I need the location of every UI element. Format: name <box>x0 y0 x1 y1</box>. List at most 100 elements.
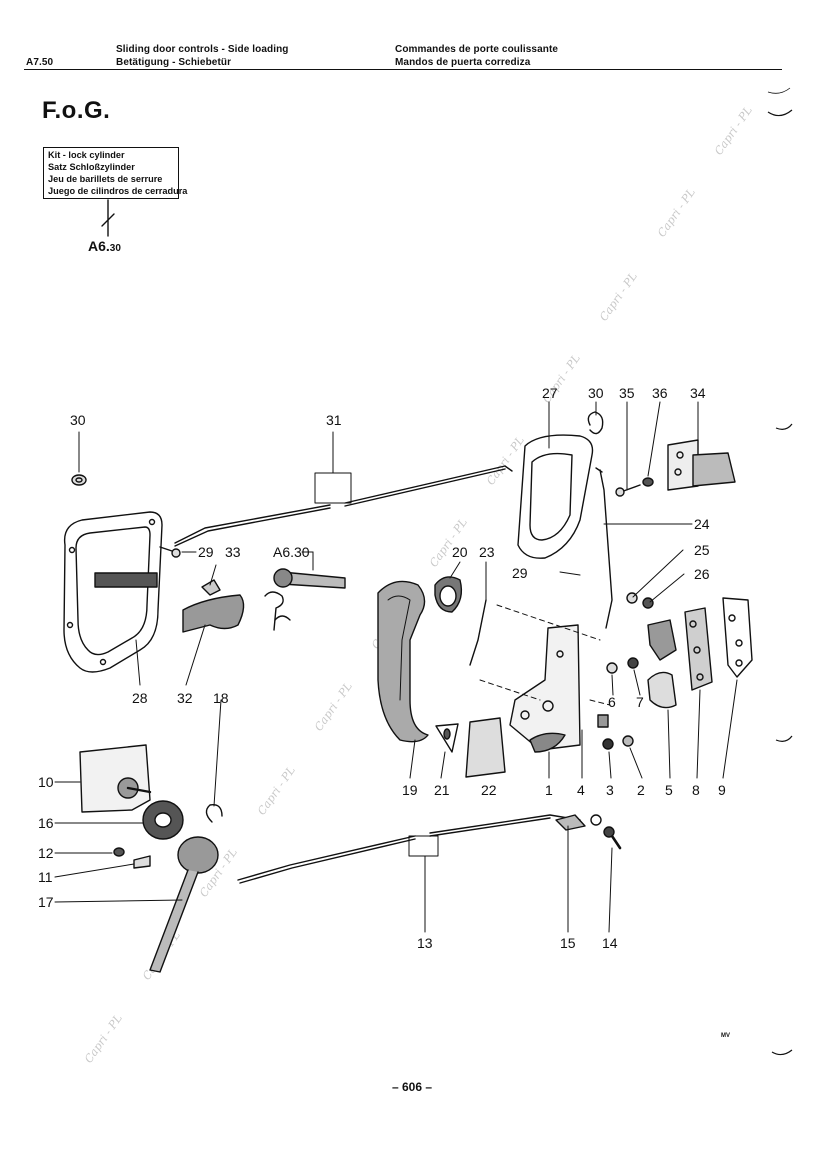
plate-part-27 <box>517 434 594 559</box>
washer-part-6 <box>606 662 618 674</box>
kit-line-en: Kit - lock cylinder <box>48 150 125 160</box>
title-english: Sliding door controls - Side loading <box>116 44 289 55</box>
callout-29-right: 29 <box>512 565 528 581</box>
rod-end <box>590 814 602 826</box>
title-german: Betätigung - Schiebetür <box>116 57 232 68</box>
screw-hole <box>66 621 74 629</box>
callout-9: 9 <box>718 782 726 798</box>
clip-part-30 <box>587 411 604 435</box>
callout-13: 13 <box>417 935 433 951</box>
callout-8: 8 <box>692 782 700 798</box>
screw-hole <box>68 546 76 554</box>
lock-cylinder-face <box>273 568 293 588</box>
callout-17: 17 <box>38 894 54 910</box>
bushing-part-21 <box>435 723 459 753</box>
shim-plate-part-9 <box>722 597 753 678</box>
callout-11: 11 <box>38 869 53 885</box>
callout-31: 31 <box>326 412 342 428</box>
kit-box: Kit - lock cylinder Satz Schloßzylinder … <box>43 147 188 199</box>
variant-title: F.o.G. <box>42 97 111 124</box>
title-french: Commandes de porte coulissante <box>395 44 559 55</box>
callout-14: 14 <box>602 935 618 951</box>
callout-3: 3 <box>606 782 614 798</box>
page-number: – 606 – <box>392 1080 433 1094</box>
clip-part-18 <box>205 804 223 823</box>
binder-marks <box>767 87 793 1056</box>
callout-2: 2 <box>637 782 645 798</box>
rod-part-31-edge <box>174 468 506 547</box>
callout-5: 5 <box>665 782 673 798</box>
screw-hole <box>99 658 107 666</box>
kit-reference: A6.30 <box>88 238 121 254</box>
rod-part-24 <box>599 469 613 629</box>
page-code: A7.50 <box>26 57 54 68</box>
screw-part-2 <box>622 735 634 747</box>
rod-bracket-13 <box>408 835 439 857</box>
kit-dagger-mark <box>101 213 115 227</box>
rod-part-23 <box>469 599 487 666</box>
shim-plate-part-8 <box>684 607 713 691</box>
clip-part-33 <box>201 579 221 596</box>
callout-34: 34 <box>690 385 706 401</box>
nut-part-7 <box>627 657 639 669</box>
small-mark: MV <box>721 1033 730 1039</box>
callout-20: 20 <box>452 544 468 560</box>
callout-10: 10 <box>38 774 54 790</box>
callout-16: 16 <box>38 815 54 831</box>
cover-part-32 <box>182 594 245 633</box>
key-1 <box>264 591 284 631</box>
callout-33: 33 <box>225 544 241 560</box>
assembly-guide-lines <box>479 604 611 706</box>
kit-line-es: Juego de cilindros de cerradura <box>48 186 188 196</box>
lever-handle-part-17 <box>177 836 219 874</box>
callout-28: 28 <box>132 690 148 706</box>
key-2 <box>274 615 291 621</box>
block-part-4 <box>597 714 609 728</box>
title-spanish: Mandos de puerta corrediza <box>395 57 531 68</box>
callout-30-right: 30 <box>588 385 604 401</box>
handle-recess-plate-28 <box>63 511 163 673</box>
lock-mechanism-part-1 <box>509 624 581 751</box>
callout-29-left: 29 <box>198 544 214 560</box>
callout-26: 26 <box>694 566 710 582</box>
callout-35: 35 <box>619 385 635 401</box>
clip-part-15 <box>555 814 586 831</box>
rod-part-31 <box>174 465 513 544</box>
nut-part-30-left <box>71 474 87 486</box>
outer-handle-part-19 <box>377 580 429 743</box>
screw-part-11 <box>133 855 151 869</box>
washer-part-3 <box>602 738 614 750</box>
kit-line-fr: Jeu de barillets de serrure <box>48 174 163 184</box>
callout-36: 36 <box>652 385 668 401</box>
washer-part-12 <box>113 847 125 857</box>
callout-1: 1 <box>545 782 553 798</box>
callout-6: 6 <box>608 694 616 710</box>
callout-23: 23 <box>479 544 495 560</box>
header-rule <box>24 69 782 70</box>
callout-22: 22 <box>481 782 497 798</box>
recess-handle-grip <box>94 572 158 588</box>
callout-32: 32 <box>177 690 193 706</box>
kit-line-de: Satz Schloßzylinder <box>48 162 135 172</box>
callout-25: 25 <box>694 542 710 558</box>
callout-numbers: 30 31 27 30 35 36 34 24 25 26 29 33 A6.3… <box>38 385 726 951</box>
callout-a630: A6.30 <box>273 544 310 560</box>
callout-15: 15 <box>560 935 576 951</box>
handle-recess-inner-28 <box>75 526 151 656</box>
callout-24: 24 <box>694 516 710 532</box>
callout-18: 18 <box>213 690 229 706</box>
callout-30-left: 30 <box>70 412 86 428</box>
kit-ref-main: A6. <box>88 238 110 254</box>
callout-4: 4 <box>577 782 585 798</box>
washer-part-36 <box>642 477 654 487</box>
rod-bracket-31 <box>314 472 352 504</box>
callout-21: 21 <box>434 782 450 798</box>
striker-part-5 <box>647 619 677 661</box>
callout-19: 19 <box>402 782 418 798</box>
callout-27: 27 <box>542 385 558 401</box>
nut-part-26 <box>642 597 654 609</box>
lock-plate-part-10 <box>79 744 151 813</box>
screw-hole <box>148 518 156 526</box>
bracket-part-22 <box>465 717 506 778</box>
